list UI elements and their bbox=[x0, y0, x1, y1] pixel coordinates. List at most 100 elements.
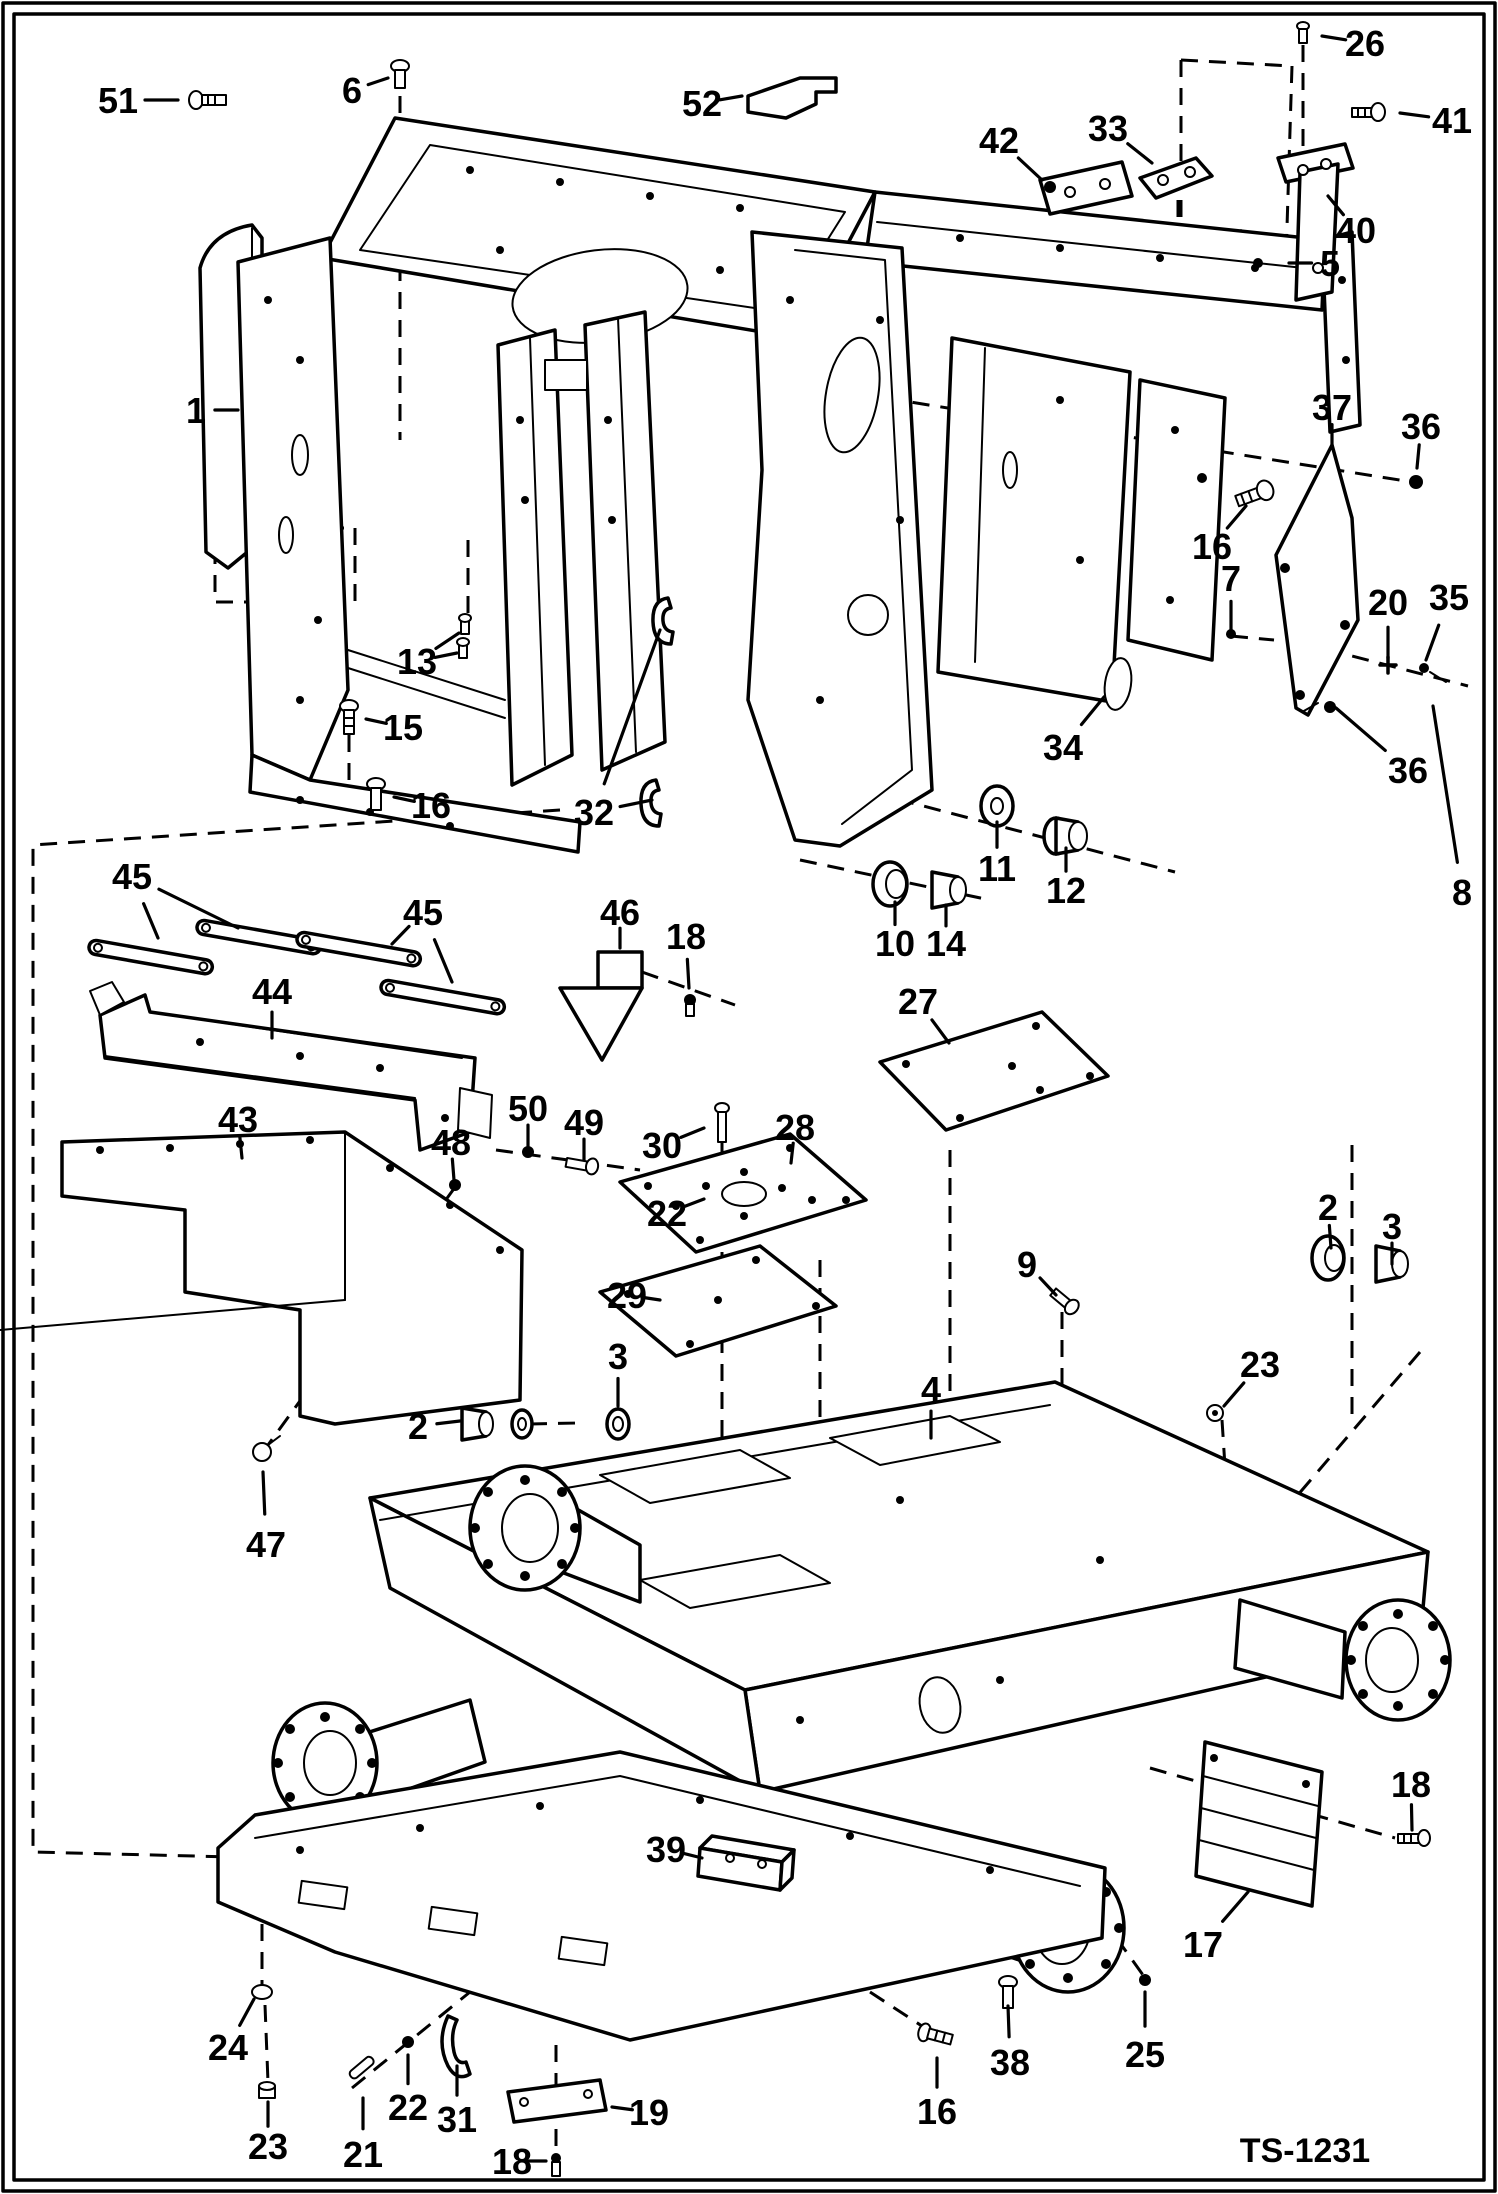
callout-label-39: 39 bbox=[646, 1829, 686, 1870]
callout-label-11: 11 bbox=[978, 848, 1016, 889]
callout-leader bbox=[640, 1295, 662, 1302]
callout-leader bbox=[435, 1419, 462, 1426]
callout-label-22: 22 bbox=[647, 1193, 687, 1234]
callout-label-3: 3 bbox=[608, 1336, 628, 1377]
callout-label-51: 51 bbox=[98, 80, 138, 121]
channel-bracket-44 bbox=[89, 981, 493, 1152]
bushing-2-left bbox=[460, 1406, 494, 1442]
access-plate-28 bbox=[618, 1132, 868, 1254]
screw-26 bbox=[1296, 21, 1310, 44]
cover-plate-29 bbox=[598, 1244, 838, 1358]
shield-panel-43 bbox=[0, 1130, 524, 1426]
callout-label-21: 21 bbox=[343, 2134, 383, 2175]
bolt-15 bbox=[339, 699, 359, 735]
callout-label-10: 10 bbox=[875, 923, 915, 964]
screw-18-bottom bbox=[551, 2153, 561, 2177]
callout-label-43: 43 bbox=[218, 1099, 258, 1140]
callout-leader bbox=[1221, 1890, 1250, 1923]
screw-36-top bbox=[1409, 475, 1423, 489]
nut-23-right bbox=[1206, 1404, 1224, 1422]
callout-label-25: 25 bbox=[1125, 2034, 1165, 2075]
pin-5 bbox=[1253, 258, 1263, 268]
callout-leader bbox=[1038, 1276, 1058, 1297]
u-clip-31 bbox=[440, 2014, 472, 2079]
callout-label-41: 41 bbox=[1432, 100, 1472, 141]
lower-chassis bbox=[216, 1380, 1452, 2124]
callout-label-33: 33 bbox=[1088, 108, 1128, 149]
roller-12 bbox=[1042, 816, 1088, 856]
callout-label-30: 30 bbox=[642, 1125, 682, 1166]
louver-cover-17 bbox=[1194, 1740, 1324, 1908]
cover-plate-52 bbox=[746, 76, 838, 120]
callout-label-50: 50 bbox=[508, 1088, 548, 1129]
bolt-38 bbox=[998, 1975, 1018, 2009]
pin-48 bbox=[449, 1179, 461, 1191]
callout-label-22: 22 bbox=[388, 2087, 428, 2128]
rod-45d bbox=[379, 978, 507, 1016]
axle-hub-rear-right bbox=[1233, 1598, 1452, 1722]
callout-leader bbox=[390, 924, 411, 946]
grommet-47 bbox=[252, 1435, 281, 1462]
callout-leader bbox=[1431, 704, 1459, 864]
callout-label-42: 42 bbox=[979, 120, 1019, 161]
callout-leader bbox=[366, 76, 390, 87]
callout-leader bbox=[1126, 142, 1154, 165]
callout-label-31: 31 bbox=[437, 2099, 477, 2140]
hardware-glyphs bbox=[188, 21, 1447, 2177]
callout-label-16: 16 bbox=[1192, 526, 1232, 567]
bolt-49 bbox=[564, 1156, 600, 1176]
washer-3-left bbox=[605, 1407, 631, 1441]
callout-leader bbox=[392, 795, 416, 804]
callout-leader bbox=[602, 628, 662, 786]
pin-21 bbox=[348, 2055, 375, 2080]
callout-leader bbox=[1079, 695, 1106, 727]
callout-label-23: 23 bbox=[248, 2126, 288, 2167]
screw-36-bottom bbox=[1301, 701, 1336, 713]
wedge-46 bbox=[558, 950, 644, 1062]
callout-leader bbox=[1334, 706, 1387, 753]
callout-label-45: 45 bbox=[112, 856, 152, 897]
callout-label-5: 5 bbox=[1320, 243, 1340, 284]
washer-25 bbox=[1139, 1974, 1151, 1986]
callout-leader bbox=[450, 1157, 456, 1182]
drawing-code: TS-1231 bbox=[1240, 2132, 1370, 2170]
washer-2-left bbox=[510, 1408, 534, 1440]
callout-label-2: 2 bbox=[1318, 1187, 1338, 1228]
bolt-16-right bbox=[1234, 479, 1275, 508]
callout-label-36: 36 bbox=[1388, 750, 1428, 791]
bolt-16-bottom bbox=[917, 2022, 954, 2046]
bushing-2-right bbox=[1310, 1234, 1346, 1282]
screw-6 bbox=[390, 59, 410, 89]
callout-label-16: 16 bbox=[917, 2091, 957, 2132]
callout-label-17: 17 bbox=[1183, 1924, 1223, 1965]
callout-label-46: 46 bbox=[600, 892, 640, 933]
nut-23-bottom bbox=[258, 2081, 276, 2099]
callout-label-52: 52 bbox=[682, 83, 722, 124]
callout-label-9: 9 bbox=[1017, 1244, 1037, 1285]
screw-35 bbox=[1419, 663, 1447, 683]
rod-45c bbox=[295, 930, 423, 968]
callout-leader bbox=[718, 94, 744, 102]
washer-24 bbox=[251, 1984, 273, 2000]
axle-hub-front-left bbox=[468, 1464, 642, 1604]
callout-label-38: 38 bbox=[990, 2042, 1030, 2083]
callout-label-32: 32 bbox=[574, 792, 614, 833]
callout-leader bbox=[238, 1134, 244, 1160]
callout-label-6: 6 bbox=[342, 70, 362, 111]
spacer-bar-39 bbox=[696, 1834, 796, 1892]
callout-label-15: 15 bbox=[383, 707, 423, 748]
bushing-10 bbox=[871, 860, 909, 908]
callout-leader bbox=[1222, 1381, 1246, 1408]
callout-label-18: 18 bbox=[666, 916, 706, 957]
callout-label-34: 34 bbox=[1043, 727, 1083, 768]
callout-leader bbox=[1006, 2004, 1011, 2039]
callout-leader bbox=[1415, 443, 1421, 470]
bushing-14 bbox=[930, 870, 967, 910]
bolt-16-left bbox=[366, 777, 386, 811]
callout-label-20: 20 bbox=[1368, 582, 1408, 623]
callout-label-4: 4 bbox=[921, 1369, 941, 1410]
callout-label-36: 36 bbox=[1401, 406, 1441, 447]
washer-22-bottom bbox=[402, 2036, 414, 2048]
